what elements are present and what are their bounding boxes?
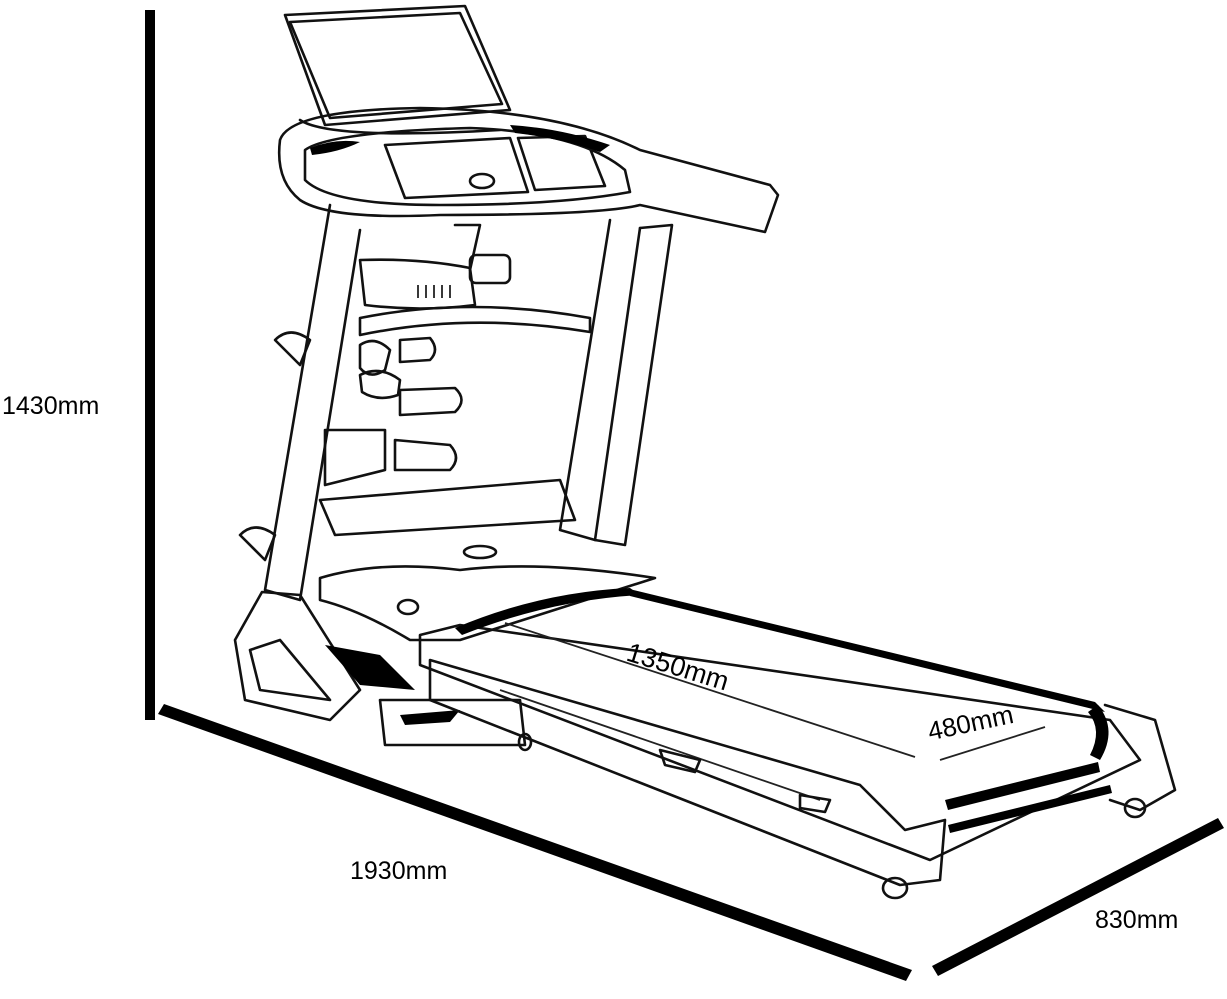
side-accessories <box>238 331 577 562</box>
belt-guides <box>504 622 1046 761</box>
motor-hood <box>233 544 657 747</box>
handlebar-frame <box>277 106 780 234</box>
width-label: 830mm <box>1095 906 1179 934</box>
length-bar <box>158 704 912 981</box>
console-display <box>283 4 512 135</box>
height-bar <box>145 10 155 720</box>
length-label: 1930mm <box>350 857 448 885</box>
uprights <box>263 203 674 602</box>
deck <box>418 588 1177 900</box>
massager-unit <box>358 253 592 337</box>
dimension-bars <box>145 10 1224 981</box>
width-bar <box>932 818 1224 976</box>
height-label: 1430mm <box>2 392 100 420</box>
